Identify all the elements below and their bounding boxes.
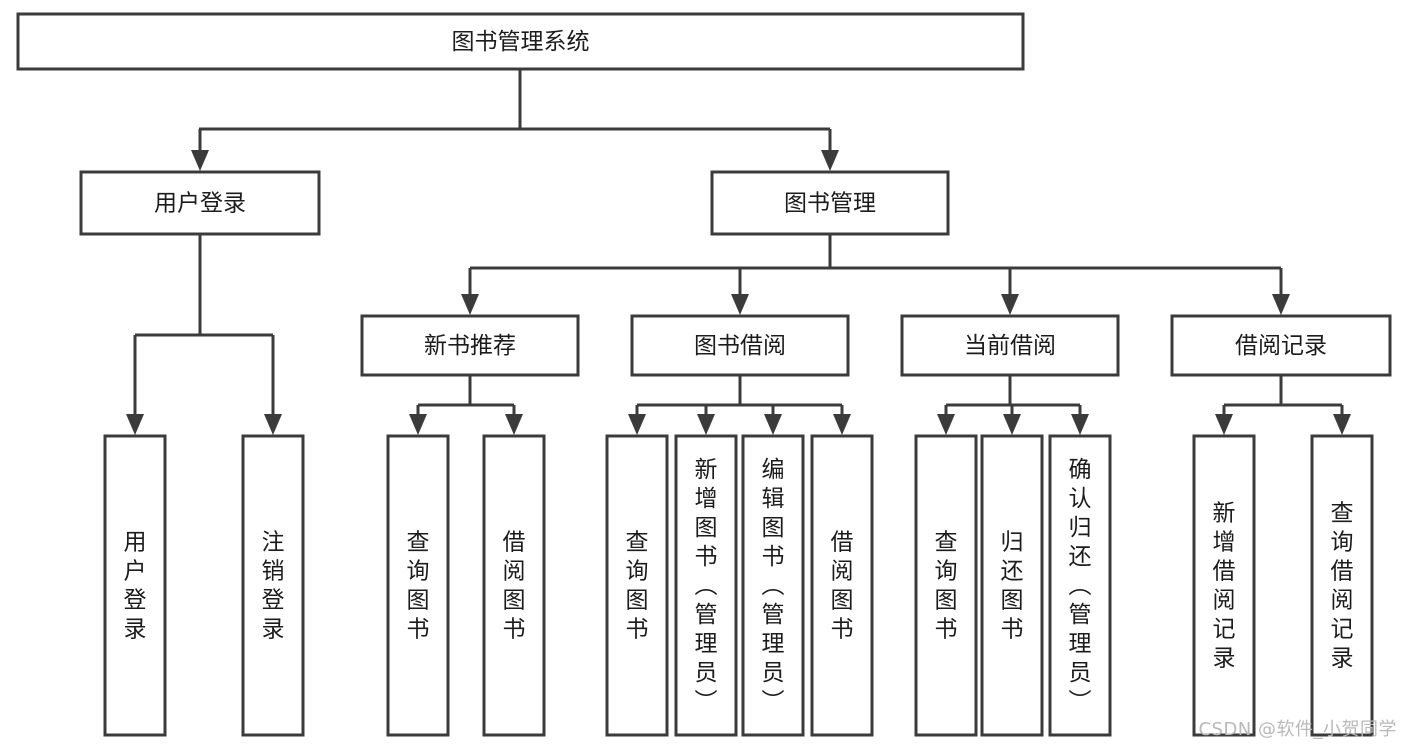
node-box-l_query_book_2[interactable] <box>605 434 669 737</box>
arrow-head-icon-l_borrow_book_2 <box>833 414 851 435</box>
node-box-l_logout[interactable] <box>241 434 305 737</box>
node-box-l_user_login[interactable] <box>103 434 167 737</box>
csdn-watermark: CSDN @软件_小贺同学 <box>1198 719 1397 740</box>
arrow-head-icon-l_edit_book <box>764 414 782 435</box>
arrow-head-icon-l_query_book_1 <box>409 414 427 435</box>
arrow-head-icon-n_book_manage <box>821 150 839 171</box>
arrow-head-icon-l_user_login <box>126 414 144 435</box>
node-l_return_book[interactable]: 归还图书 <box>980 434 1044 737</box>
node-l_add_record[interactable]: 新增借阅记录 <box>1192 434 1256 737</box>
node-l_query_book_3[interactable]: 查询图书 <box>914 434 978 737</box>
arrow-head-icon-n_user_login <box>191 150 209 171</box>
node-box-l_borrow_book_1[interactable] <box>482 434 546 737</box>
node-label-l_borrow_book_2: 借阅图书 <box>831 530 854 643</box>
node-label-l_add_record: 新增借阅记录 <box>1213 501 1236 672</box>
arrow-head-icon-l_query_book_3 <box>937 414 955 435</box>
node-box-n_current_borrow[interactable] <box>900 314 1120 377</box>
node-label-l_query_book_2: 查询图书 <box>626 530 649 643</box>
node-label-n_user_login: 用户登录 <box>154 191 246 217</box>
connectors-layer <box>126 69 1351 435</box>
node-box-n_book_manage[interactable] <box>710 170 950 236</box>
node-label-root: 图书管理系统 <box>452 29 590 55</box>
node-box-l_return_book[interactable] <box>980 434 1044 737</box>
arrow-head-icon-l_query_record <box>1333 414 1351 435</box>
node-n_borrow_record[interactable]: 借阅记录 <box>1170 314 1392 377</box>
node-box-l_add_book[interactable] <box>674 434 738 737</box>
node-label-l_confirm_return: 确认归还︵管理员︶ <box>1069 457 1092 715</box>
node-box-l_borrow_book_2[interactable] <box>810 434 874 737</box>
node-l_logout[interactable]: 注销登录 <box>241 434 305 737</box>
node-label-l_add_book: 新增图书︵管理员︶ <box>695 457 718 715</box>
node-l_add_book[interactable]: 新增图书︵管理员︶ <box>674 434 738 737</box>
arrow-head-icon-l_add_book <box>697 414 715 435</box>
node-label-n_new_book_rec: 新书推荐 <box>424 333 516 359</box>
node-root[interactable]: 图书管理系统 <box>16 12 1025 71</box>
node-l_user_login[interactable]: 用户登录 <box>103 434 167 737</box>
arrow-head-icon-l_logout <box>264 414 282 435</box>
node-label-n_book_borrow: 图书借阅 <box>694 333 786 359</box>
node-l_query_book_1[interactable]: 查询图书 <box>386 434 450 737</box>
node-label-l_return_book: 归还图书 <box>1001 530 1024 643</box>
node-label-l_borrow_book_1: 借阅图书 <box>503 530 526 643</box>
node-label-l_user_login: 用户登录 <box>124 530 147 643</box>
node-l_borrow_book_1[interactable]: 借阅图书 <box>482 434 546 737</box>
node-box-l_query_book_3[interactable] <box>914 434 978 737</box>
node-box-l_add_record[interactable] <box>1192 434 1256 737</box>
arrow-head-icon-l_confirm_return <box>1071 414 1089 435</box>
arrow-head-icon-n_current_borrow <box>1001 294 1019 315</box>
node-box-l_query_record[interactable] <box>1310 434 1374 737</box>
arrow-head-icon-l_query_book_2 <box>628 414 646 435</box>
node-box-root[interactable] <box>16 12 1025 71</box>
node-label-l_query_record: 查询借阅记录 <box>1331 501 1354 672</box>
node-box-n_user_login[interactable] <box>79 170 321 236</box>
node-label-l_edit_book: 编辑图书︵管理员︶ <box>762 457 785 715</box>
node-n_book_borrow[interactable]: 图书借阅 <box>630 314 850 377</box>
node-label-l_query_book_3: 查询图书 <box>935 530 958 643</box>
node-l_query_book_2[interactable]: 查询图书 <box>605 434 669 737</box>
node-label-l_query_book_1: 查询图书 <box>407 530 430 643</box>
node-n_current_borrow[interactable]: 当前借阅 <box>900 314 1120 377</box>
node-box-n_new_book_rec[interactable] <box>360 314 580 377</box>
node-box-l_edit_book[interactable] <box>741 434 805 737</box>
node-n_new_book_rec[interactable]: 新书推荐 <box>360 314 580 377</box>
arrow-head-icon-l_return_book <box>1003 414 1021 435</box>
node-label-n_current_borrow: 当前借阅 <box>964 333 1056 359</box>
node-label-n_book_manage: 图书管理 <box>784 191 876 217</box>
nodes-layer: 图书管理系统用户登录图书管理新书推荐图书借阅当前借阅借阅记录用户登录注销登录查询… <box>16 12 1392 737</box>
node-box-l_confirm_return[interactable] <box>1048 434 1112 737</box>
node-n_user_login[interactable]: 用户登录 <box>79 170 321 236</box>
arrow-head-icon-l_add_record <box>1215 414 1233 435</box>
node-l_edit_book[interactable]: 编辑图书︵管理员︶ <box>741 434 805 737</box>
arrow-head-icon-n_borrow_record <box>1272 294 1290 315</box>
node-l_query_record[interactable]: 查询借阅记录 <box>1310 434 1374 737</box>
node-l_borrow_book_2[interactable]: 借阅图书 <box>810 434 874 737</box>
arrow-head-icon-n_new_book_rec <box>461 294 479 315</box>
arrow-head-icon-l_borrow_book_1 <box>505 414 523 435</box>
node-box-n_book_borrow[interactable] <box>630 314 850 377</box>
node-n_book_manage[interactable]: 图书管理 <box>710 170 950 236</box>
node-label-l_logout: 注销登录 <box>262 530 285 643</box>
node-l_confirm_return[interactable]: 确认归还︵管理员︶ <box>1048 434 1112 737</box>
node-box-l_query_book_1[interactable] <box>386 434 450 737</box>
node-label-n_borrow_record: 借阅记录 <box>1235 333 1327 359</box>
arrow-head-icon-n_book_borrow <box>731 294 749 315</box>
node-box-n_borrow_record[interactable] <box>1170 314 1392 377</box>
